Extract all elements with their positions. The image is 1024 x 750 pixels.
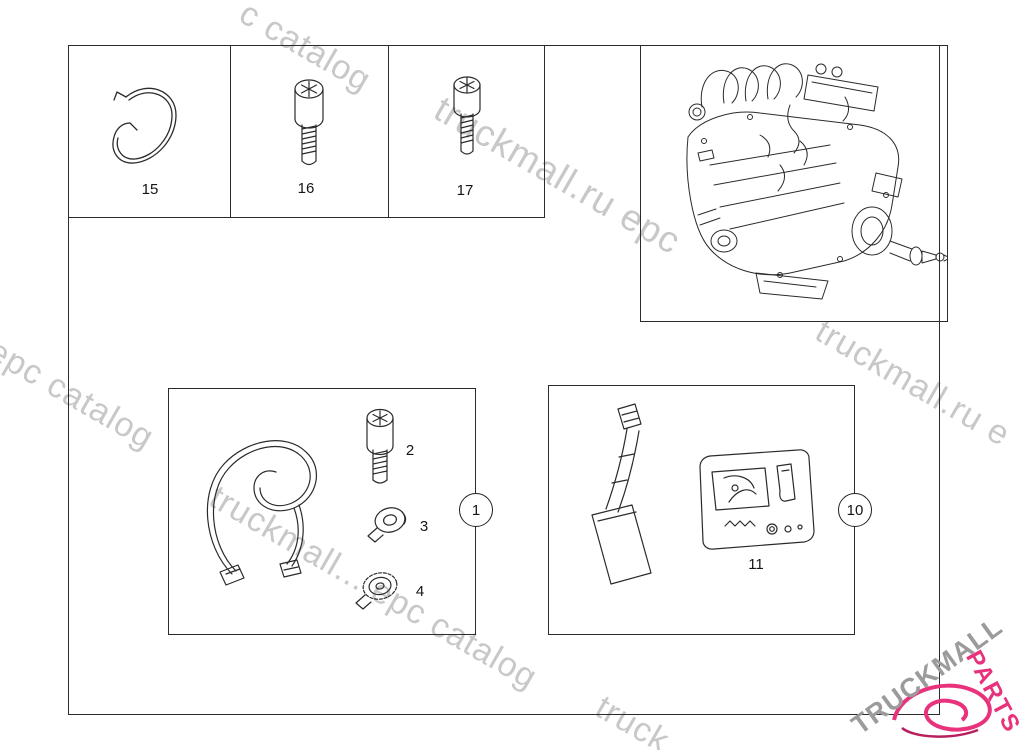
engine-box: [640, 45, 948, 322]
logo-swirl-icon: [892, 683, 992, 738]
fastener-table-divider-1: [230, 45, 231, 218]
part-label-2: 2: [405, 442, 415, 459]
part-label-16: 16: [297, 180, 315, 197]
part-label-15: 15: [141, 181, 159, 198]
part-label-11: 11: [748, 556, 764, 573]
part-label-17: 17: [456, 182, 474, 199]
engine-assembly-drawing: [686, 63, 948, 300]
callout-circle-10: 10: [838, 493, 872, 527]
bolt-17-drawing: [453, 76, 481, 155]
callout-1-label: 1: [471, 501, 481, 519]
callout-circle-1: 1: [459, 493, 493, 527]
part-label-3: 3: [419, 518, 429, 535]
fastener-table: [68, 45, 545, 218]
bolt-16-drawing: [294, 79, 324, 166]
part-label-4: 4: [415, 583, 425, 600]
callout-10-label: 10: [846, 501, 864, 519]
diagram-outer-border: [68, 45, 940, 715]
snap-ring-drawing: [112, 87, 177, 164]
wiring-harness-kit-drawing: [206, 408, 407, 610]
fastener-table-divider-2: [388, 45, 389, 218]
pedal-kit-drawing: [591, 403, 815, 585]
